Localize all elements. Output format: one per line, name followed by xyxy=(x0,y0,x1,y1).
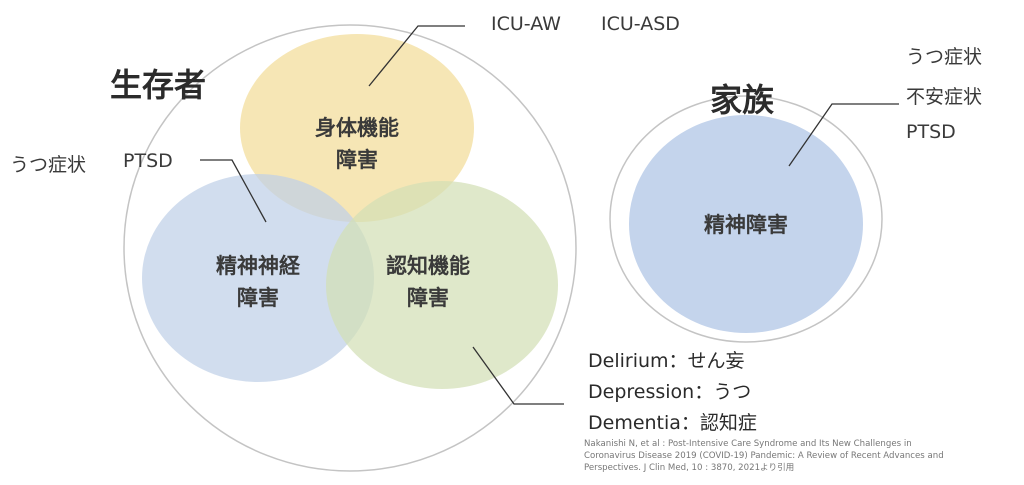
family-note-anxiety: 不安症状 xyxy=(906,86,983,108)
physical-note-icu-aw: ICU-AW xyxy=(491,13,561,35)
physical-dysfunction-circle xyxy=(240,34,474,222)
cognitive-note-depression: Depression：うつ xyxy=(588,381,752,403)
family-note-ptsd: PTSD xyxy=(906,121,956,143)
mental-label-line-1: 精神神経 xyxy=(216,254,300,278)
family-heading: 家族 xyxy=(710,81,775,119)
physical-label-line-2: 障害 xyxy=(336,148,378,172)
survivors-outer-circle xyxy=(123,24,577,472)
cognitive-dysfunction-circle xyxy=(326,181,558,389)
physical-dysfunction-label: 身体機能 障害 xyxy=(287,112,427,176)
physical-leader-line xyxy=(368,25,465,87)
cognitive-label-line-1: 認知機能 xyxy=(386,254,470,278)
cognitive-dysfunction-label: 認知機能 障害 xyxy=(358,250,498,314)
physical-label-line-1: 身体機能 xyxy=(315,116,399,140)
family-mental-circle xyxy=(629,115,863,333)
cognitive-leader-line xyxy=(472,346,564,405)
mental-label-line-2: 障害 xyxy=(237,286,279,310)
family-note-depression: うつ症状 xyxy=(906,46,983,68)
mental-leader-line xyxy=(200,159,267,223)
citation-line-3: Perspectives. J Clin Med, 10 : 3870, 202… xyxy=(584,463,795,473)
cognitive-note-delirium: Delirium：せん妄 xyxy=(588,350,745,372)
survivors-heading: 生存者 xyxy=(110,66,207,104)
family-label-line: 精神障害 xyxy=(704,213,788,237)
physical-note-icu-asd: ICU-ASD xyxy=(601,13,680,35)
citation: Nakanishi N, et al : Post-Intensive Care… xyxy=(584,438,1009,474)
family-mental-label: 精神障害 xyxy=(676,209,816,241)
citation-line-1: Nakanishi N, et al : Post-Intensive Care… xyxy=(584,439,912,449)
mental-dysfunction-label: 精神神経 障害 xyxy=(188,250,328,314)
citation-line-2: Coronavirus Disease 2019 (COVID-19) Pand… xyxy=(584,451,944,461)
cognitive-note-dementia: Dementia：認知症 xyxy=(588,412,757,434)
mental-note-depression: うつ症状 xyxy=(10,154,87,176)
cognitive-label-line-2: 障害 xyxy=(407,286,449,310)
mental-dysfunction-circle xyxy=(142,174,374,382)
family-leader-line xyxy=(788,103,899,167)
family-outer-circle xyxy=(609,95,883,343)
mental-note-ptsd: PTSD xyxy=(123,150,173,172)
